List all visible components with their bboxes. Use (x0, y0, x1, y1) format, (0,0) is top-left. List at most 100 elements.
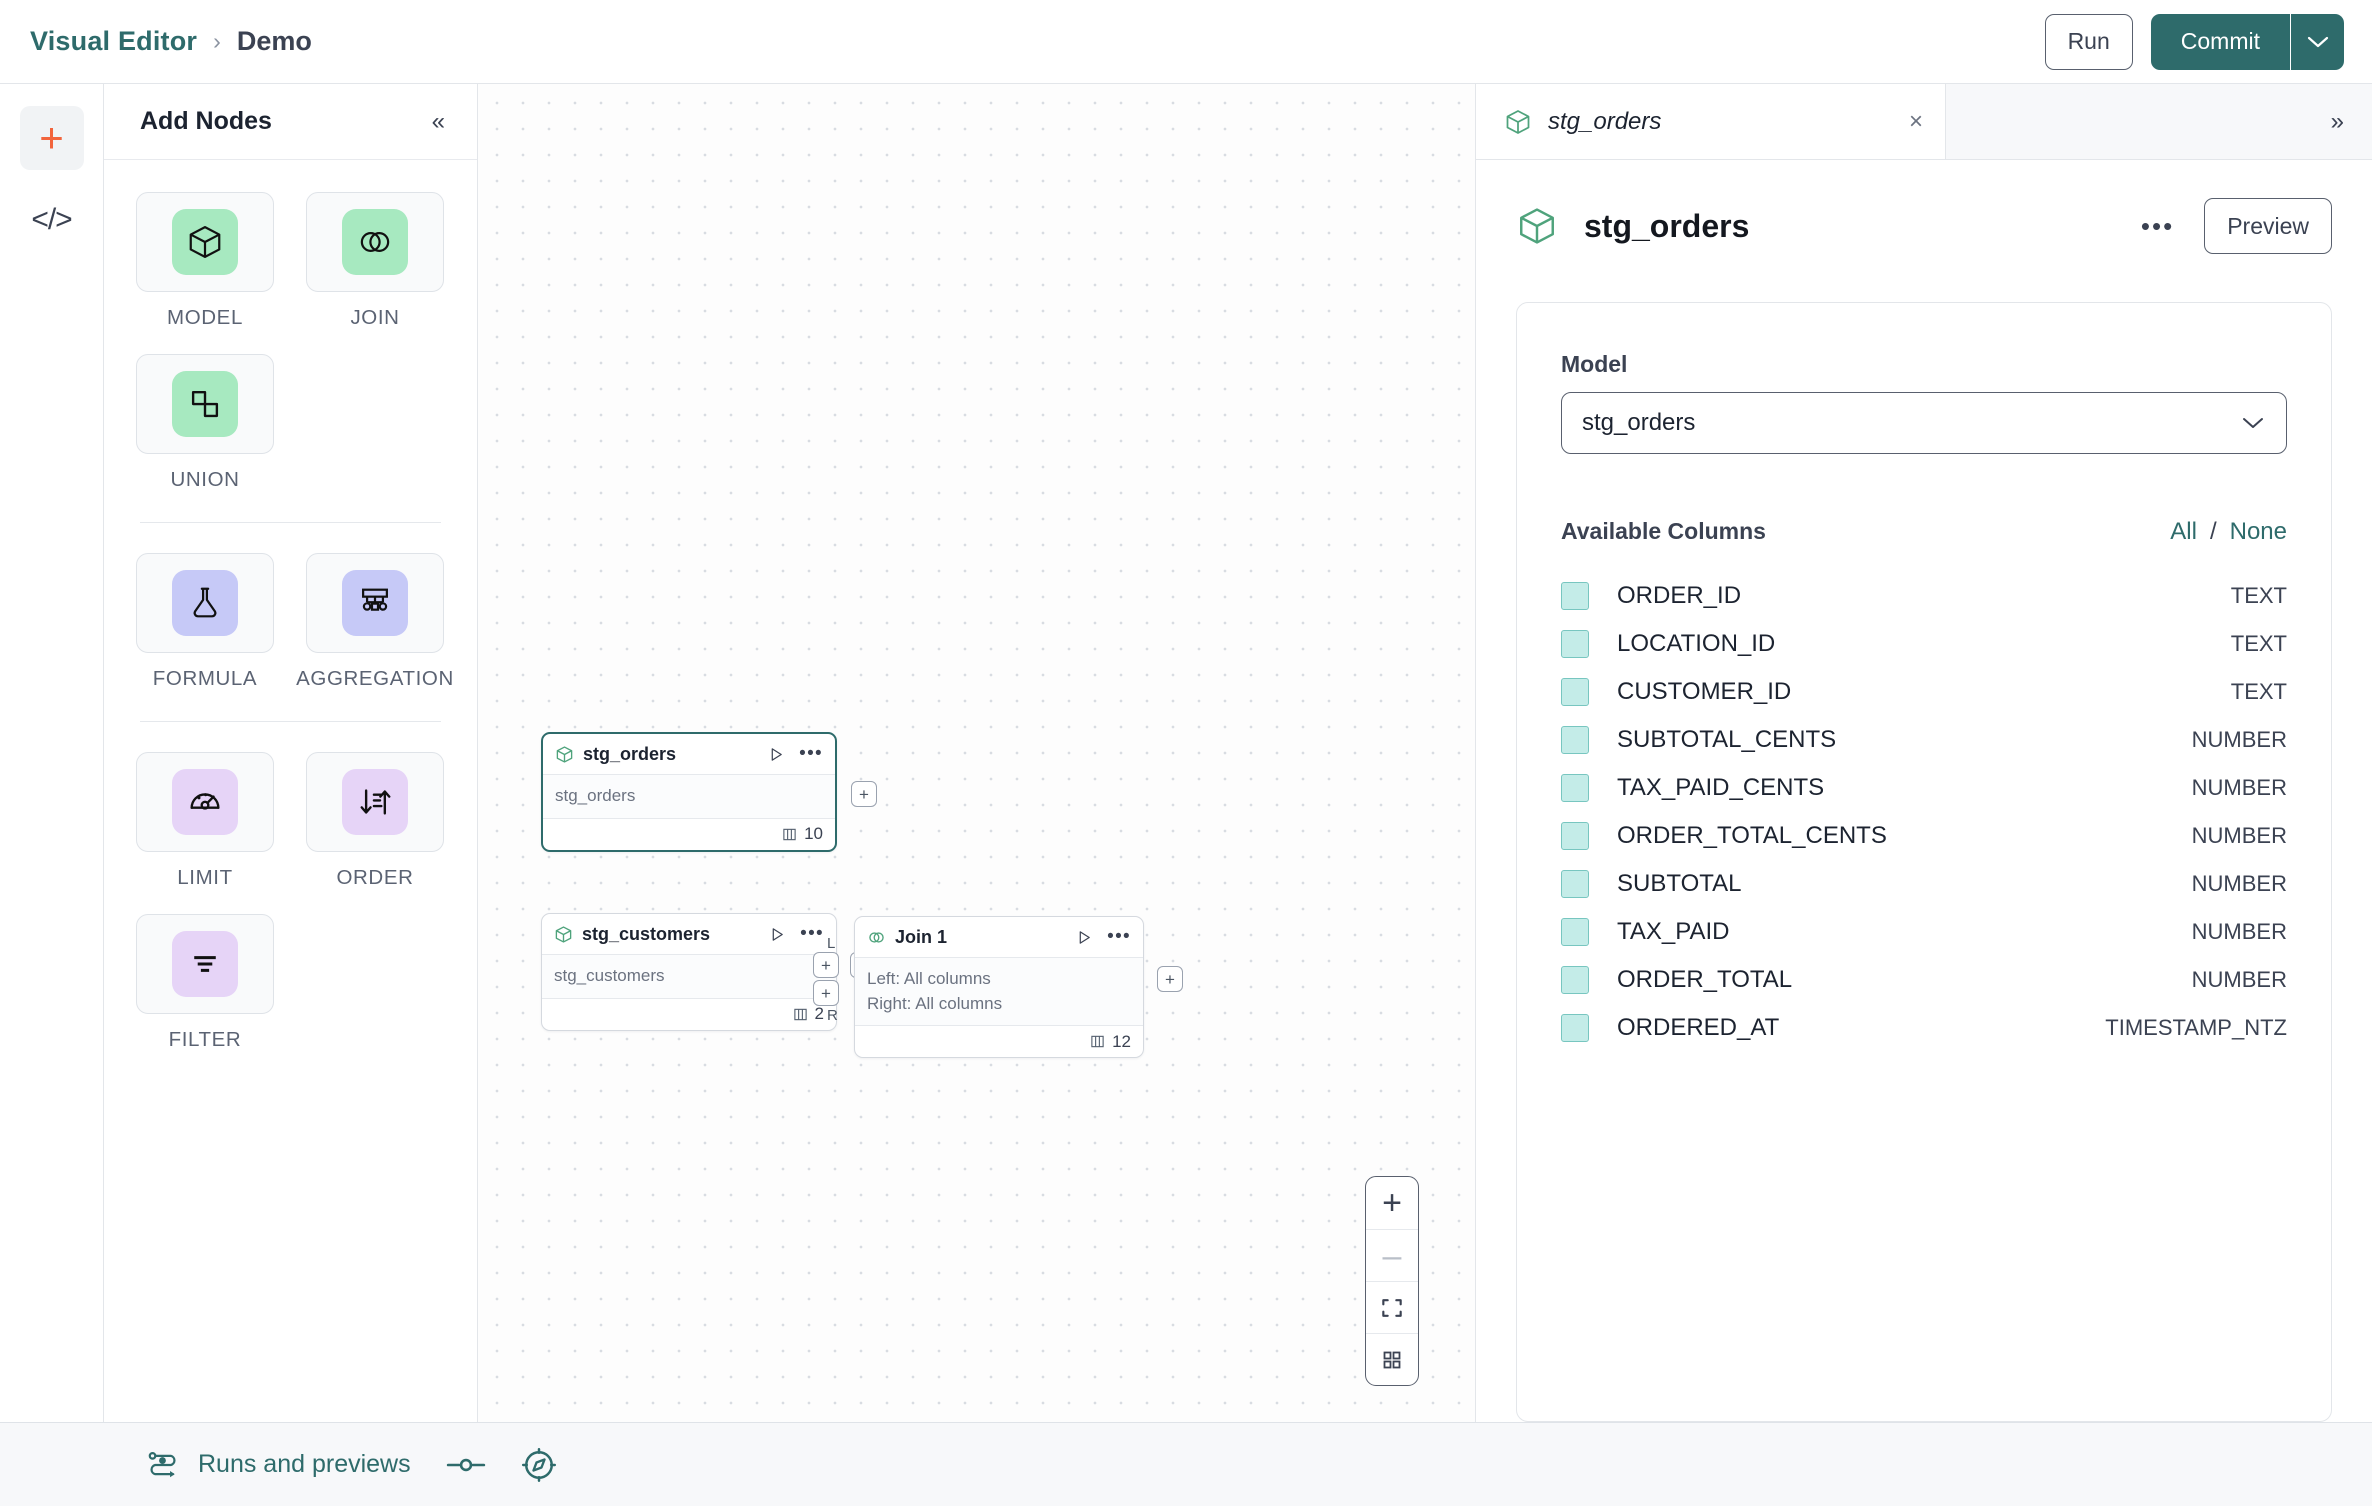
column-row[interactable]: TAX_PAID NUMBER (1561, 908, 2287, 956)
column-name: SUBTOTAL_CENTS (1617, 726, 1837, 753)
node-type-label: MODEL (167, 306, 243, 329)
cube-icon (1520, 208, 1554, 244)
select-none-link[interactable]: None (2229, 518, 2287, 545)
commit-button[interactable]: Commit (2150, 13, 2290, 70)
join-left-input-port[interactable]: + (813, 952, 839, 978)
top-bar: Visual Editor › Demo Run Commit (0, 0, 2372, 84)
play-icon (771, 747, 782, 761)
column-checkbox[interactable] (1561, 870, 1589, 898)
fit-view-button[interactable] (1366, 1281, 1418, 1333)
filter-chip (172, 931, 238, 997)
plus-icon: + (1382, 1184, 1402, 1222)
zoom-controls: + – (1365, 1176, 1419, 1386)
compass-button[interactable] (521, 1447, 557, 1483)
node-type-union[interactable]: UNION (136, 354, 274, 492)
join-left-port-label: L (827, 935, 836, 952)
flow-canvas[interactable]: stg_orders ••• stg_orders (478, 84, 1476, 1422)
code-view-rail-button[interactable]: </> (20, 188, 84, 252)
model-select-value: stg_orders (1582, 409, 1696, 436)
node-output-port[interactable]: + (1157, 966, 1183, 992)
panel-header: stg_orders ••• Preview (1476, 160, 2372, 254)
panel-menu-button[interactable]: ••• (2140, 211, 2175, 241)
available-columns-header: Available Columns All / None (1561, 518, 2287, 546)
column-checkbox[interactable] (1561, 966, 1589, 994)
breadcrumb-root[interactable]: Visual Editor (30, 26, 198, 56)
column-row[interactable]: ORDER_ID TEXT (1561, 572, 2287, 620)
column-type: NUMBER (2191, 871, 2287, 896)
node-column-count: 2 (814, 1004, 824, 1024)
main-area: + </> Add Nodes « (0, 84, 2372, 1422)
left-rail: + </> (0, 84, 104, 1422)
column-row[interactable]: CUSTOMER_ID TEXT (1561, 668, 2287, 716)
column-checkbox[interactable] (1561, 582, 1589, 610)
node-column-count: 10 (804, 824, 823, 844)
node-type-tile (136, 914, 274, 1014)
gauge-icon (190, 793, 220, 810)
node-type-filter[interactable]: FILTER (136, 914, 274, 1052)
tab-stg-orders[interactable]: stg_orders × (1476, 84, 1946, 159)
node-type-label: AGGREGATION (296, 667, 454, 690)
zoom-out-button[interactable]: – (1366, 1229, 1418, 1281)
layout-grid-button[interactable] (1366, 1333, 1418, 1385)
column-row[interactable]: SUBTOTAL_CENTS NUMBER (1561, 716, 2287, 764)
node-body-line: stg_customers (554, 966, 665, 985)
column-row[interactable]: ORDERED_AT TIMESTAMP_NTZ (1561, 1004, 2287, 1052)
node-output-port[interactable]: + (851, 781, 877, 807)
model-field-label: Model (1561, 351, 1628, 377)
expand-panel-button[interactable]: » (2330, 107, 2344, 135)
column-row[interactable]: ORDER_TOTAL_CENTS NUMBER (1561, 812, 2287, 860)
canvas-node-join-1[interactable]: Join 1 ••• Left: All columns Right: All … (813, 916, 1183, 1059)
column-checkbox[interactable] (1561, 630, 1589, 658)
column-checkbox[interactable] (1561, 1014, 1589, 1042)
column-row[interactable]: ORDER_TOTAL NUMBER (1561, 956, 2287, 1004)
column-row[interactable]: TAX_PAID_CENTS NUMBER (1561, 764, 2287, 812)
collapse-panel-button[interactable]: « (431, 107, 445, 135)
column-row[interactable]: LOCATION_ID TEXT (1561, 620, 2287, 668)
commit-dropdown-button[interactable] (2290, 13, 2344, 70)
node-type-limit[interactable]: LIMIT (136, 752, 274, 890)
node-menu-button[interactable]: ••• (799, 743, 823, 764)
column-row[interactable]: SUBTOTAL NUMBER (1561, 860, 2287, 908)
column-checkbox[interactable] (1561, 726, 1589, 754)
canvas-node-stg-customers[interactable]: stg_customers ••• stg_customers (541, 913, 876, 1031)
node-type-model[interactable]: MODEL (136, 192, 274, 330)
column-name: ORDER_ID (1617, 582, 1742, 609)
model-select[interactable]: stg_orders (1561, 392, 2287, 454)
node-type-join[interactable]: JOIN (306, 192, 444, 330)
toggle-control[interactable] (445, 1454, 487, 1476)
formula-chip (172, 570, 238, 636)
cube-icon (189, 226, 221, 258)
node-run-button[interactable] (1077, 930, 1092, 945)
order-chip (342, 769, 408, 835)
node-type-label: JOIN (350, 306, 400, 329)
node-menu-button[interactable]: ••• (1107, 926, 1131, 947)
column-checkbox[interactable] (1561, 774, 1589, 802)
flask-icon (193, 587, 217, 618)
preview-button[interactable]: Preview (2204, 198, 2332, 254)
join-right-input-port[interactable]: + (813, 980, 839, 1006)
node-type-formula[interactable]: FORMULA (136, 553, 274, 691)
cube-icon (1506, 109, 1530, 134)
runs-and-previews-button[interactable]: Runs and previews (146, 1450, 411, 1480)
node-run-button[interactable] (770, 927, 785, 942)
column-type: TEXT (2230, 631, 2287, 656)
bottom-bar: Runs and previews (0, 1422, 2372, 1506)
run-button[interactable]: Run (2044, 13, 2133, 70)
node-type-order[interactable]: ORDER (306, 752, 444, 890)
node-type-aggregation[interactable]: AGGREGATION (296, 553, 453, 691)
node-group-sources: MODEL JOIN (136, 192, 445, 492)
canvas-node-stg-orders[interactable]: stg_orders ••• stg_orders (541, 732, 877, 852)
column-name: TAX_PAID (1617, 918, 1730, 945)
column-checkbox[interactable] (1561, 678, 1589, 706)
node-run-button[interactable] (769, 747, 784, 762)
add-node-rail-button[interactable]: + (19, 106, 84, 170)
column-checkbox[interactable] (1561, 918, 1589, 946)
select-all-link[interactable]: All (2170, 518, 2197, 545)
zoom-in-button[interactable]: + (1366, 1177, 1418, 1229)
column-checkbox[interactable] (1561, 822, 1589, 850)
breadcrumb-separator: › (213, 28, 221, 54)
node-title: Join 1 (895, 926, 948, 947)
close-icon[interactable]: × (1908, 107, 1923, 135)
commit-button-group: Commit (2150, 13, 2344, 70)
node-menu-button[interactable]: ••• (800, 923, 824, 944)
